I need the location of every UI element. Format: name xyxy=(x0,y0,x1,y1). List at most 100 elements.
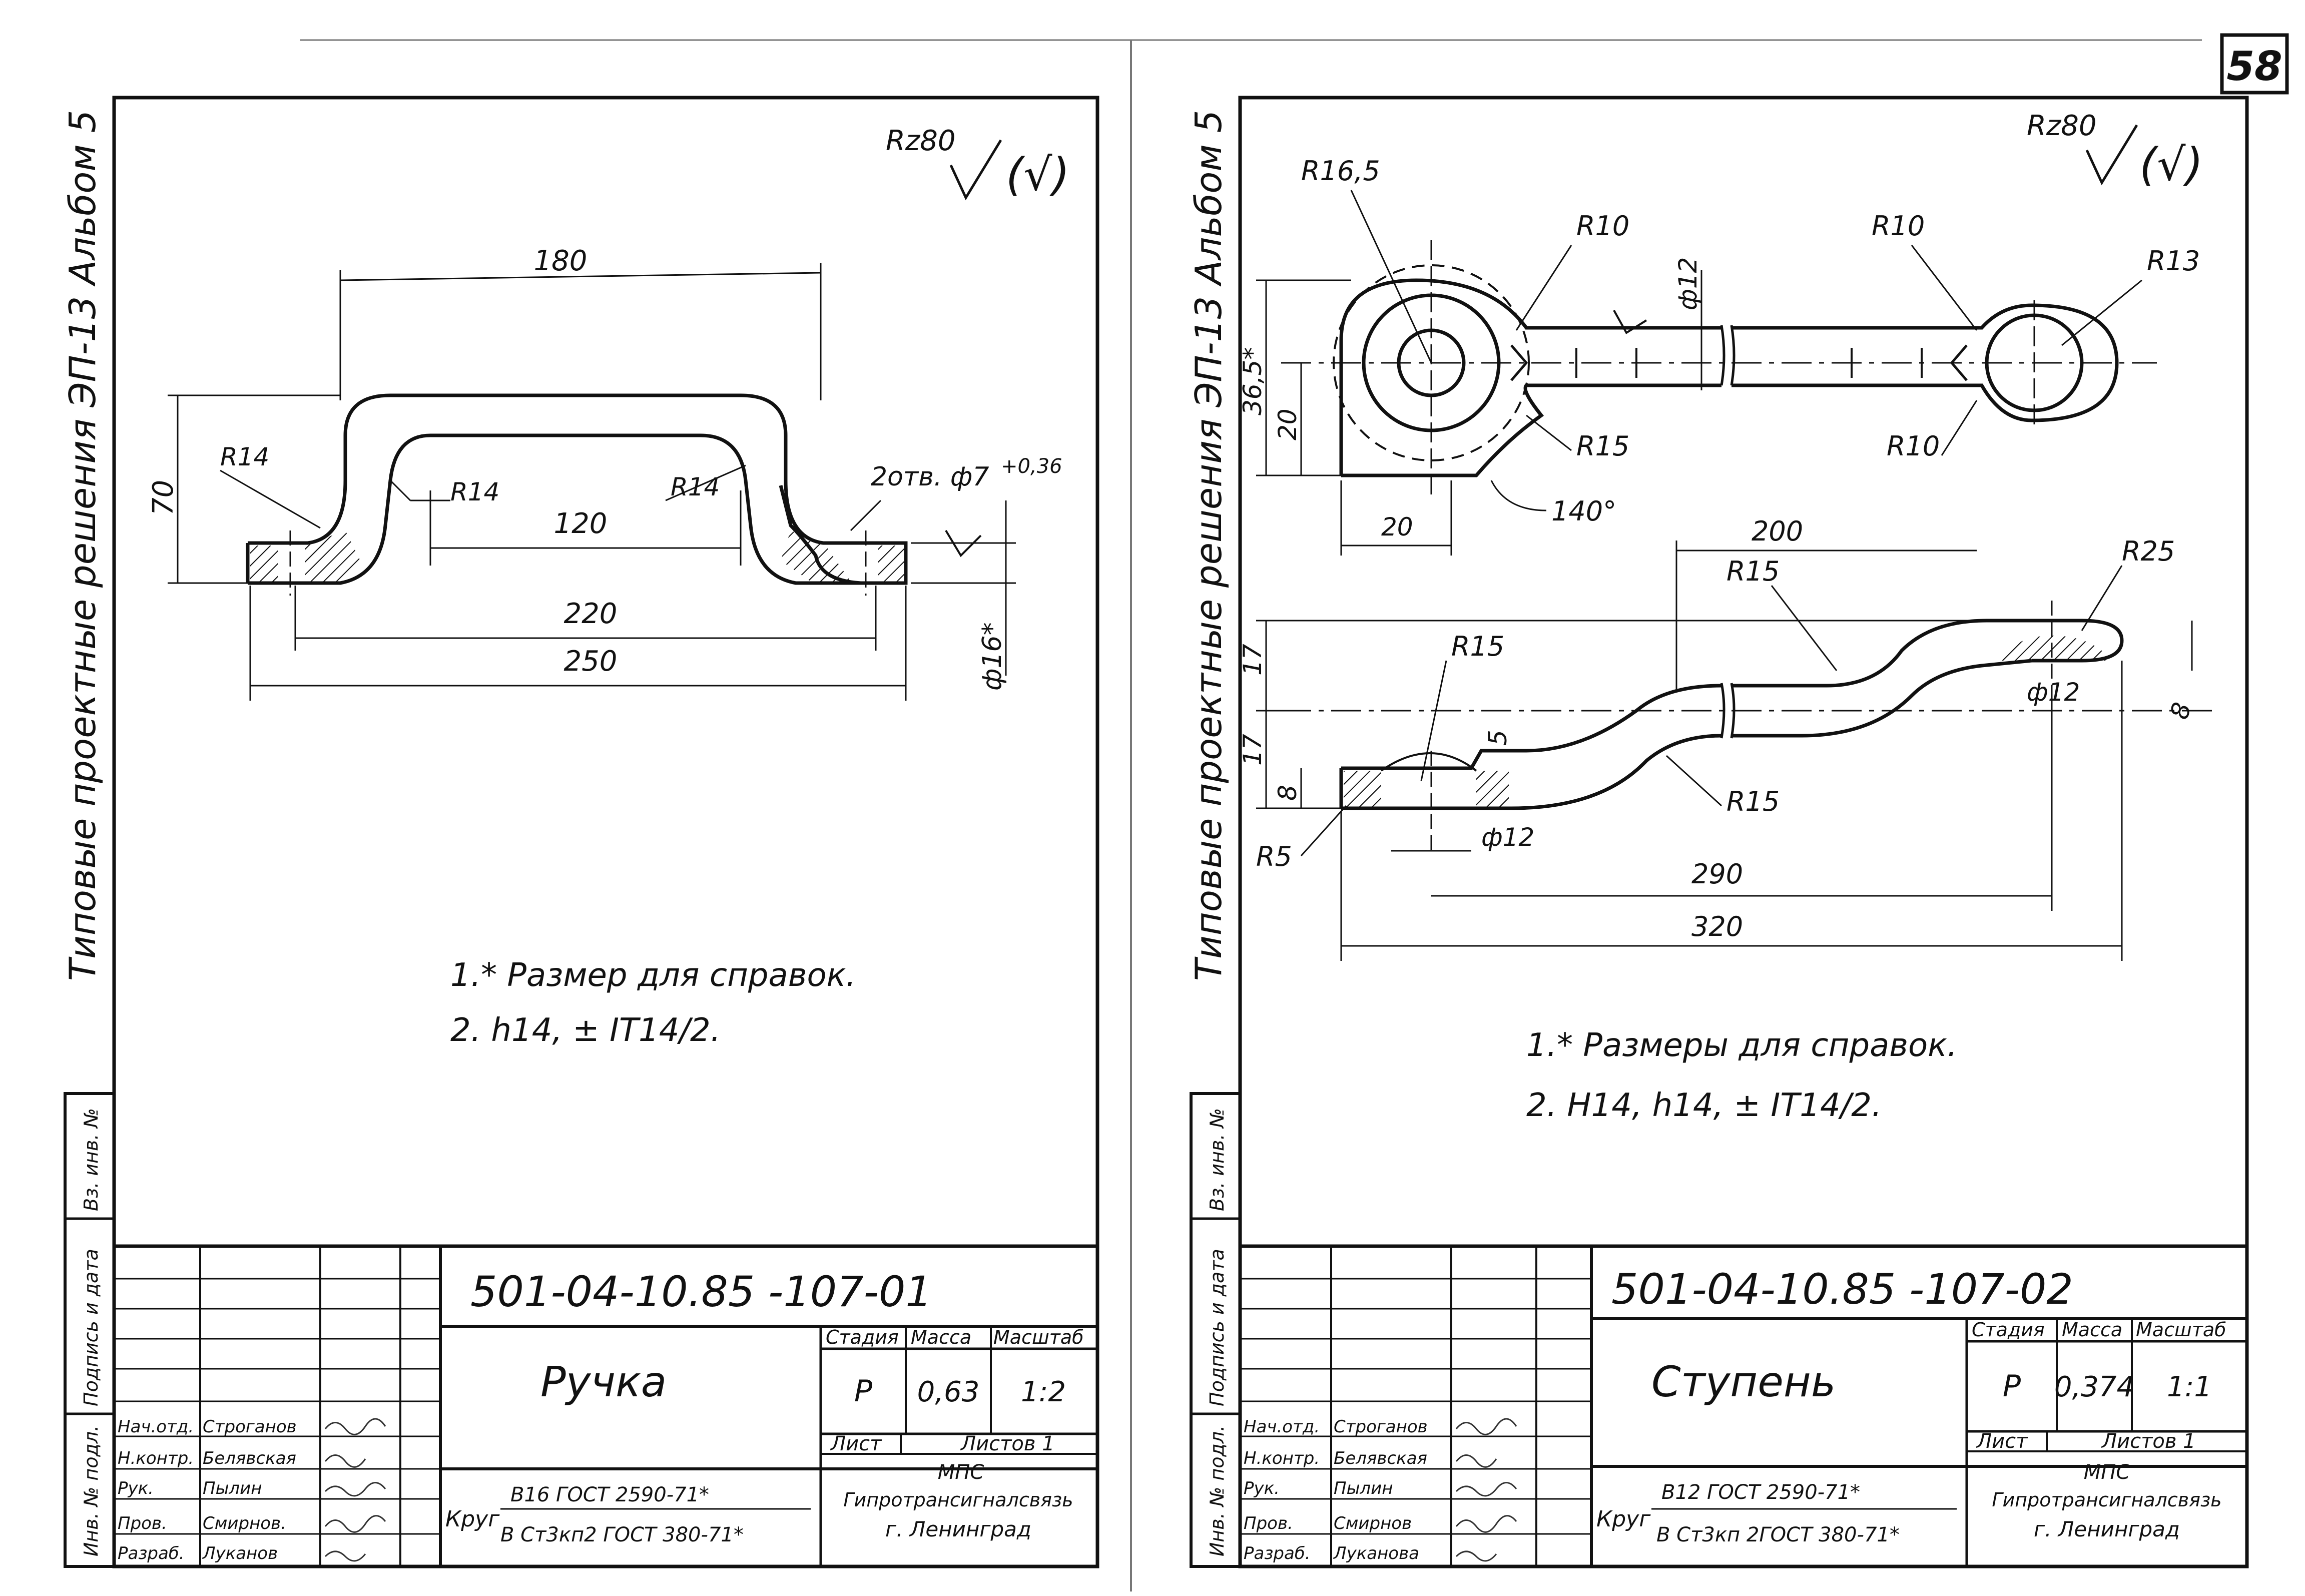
left-note-1: 1.* Размер для справок. xyxy=(450,957,856,994)
right-role-2: Н.контр. xyxy=(1244,1448,1320,1468)
page-number: 58 xyxy=(2226,43,2282,90)
dim-120: 120 xyxy=(554,507,608,540)
left-side-stamp: Инв. № подл. Подпись и дата Вз. инв. № xyxy=(64,1092,116,1568)
left-stage-header: Стадия xyxy=(826,1326,899,1348)
dim-8-a: 8 xyxy=(1273,785,1302,801)
hatch-right-2 xyxy=(781,530,851,582)
right-sheets-label: Листов 1 xyxy=(2101,1430,2196,1453)
left-sheet: Типовые проектные решения ЭП-13 Альбом 5… xyxy=(62,96,1099,1568)
right-side-stamp: Инв. № подл. Подпись и дата Вз. инв. № xyxy=(1190,1092,1242,1568)
left-signatures xyxy=(324,1418,386,1562)
right-roughness: Rz80 xyxy=(2027,110,2097,142)
step-hatch-left xyxy=(1344,771,1381,807)
left-title-block: 501-04-10.85 -107-01 Ручка Стадия Масса … xyxy=(112,1244,1099,1568)
dim-r16-5: R16,5 xyxy=(1301,155,1380,187)
right-mass-header: Масса xyxy=(2062,1319,2122,1341)
right-part-name: Ступень xyxy=(1651,1357,1836,1406)
dim-r5: R5 xyxy=(1256,841,1292,872)
right-material-top: В12 ГОСТ 2590-71* xyxy=(1661,1481,1860,1504)
right-material-bottom: В Ст3кп 2ГОСТ 380-71* xyxy=(1656,1523,1900,1546)
dim-20-h: 20 xyxy=(1381,512,1413,542)
dim-r10-a: R10 xyxy=(1576,210,1629,242)
dim-17-b: 17 xyxy=(1238,734,1267,766)
dim-r13: R13 xyxy=(2147,245,2200,277)
right-name-1: Строганов xyxy=(1334,1417,1428,1437)
right-sheet-label: Лист xyxy=(1976,1430,2028,1453)
left-material-top: В16 ГОСТ 2590-71* xyxy=(510,1483,709,1506)
right-scale: 1:1 xyxy=(2167,1371,2212,1403)
left-note-2: 2. h14, ± IT14/2. xyxy=(450,1012,721,1049)
right-name-2: Белявская xyxy=(1334,1448,1427,1468)
left-name-5: Луканов xyxy=(202,1543,278,1563)
right-stage: Р xyxy=(2003,1369,2021,1404)
left-role-1: Нач.отд. xyxy=(118,1417,194,1437)
handle-inner xyxy=(248,433,906,585)
right-roughness-check: (√) xyxy=(2139,139,2203,191)
dim-r15-b: R15 xyxy=(1726,556,1780,587)
step-top-view xyxy=(1281,240,2157,495)
dim-d12-top: ф12 xyxy=(1673,257,1702,310)
right-title-block: 501-04-10.85 -107-02 Ступень Стадия Масс… xyxy=(1238,1244,2249,1568)
dim-d12-c: ф12 xyxy=(1481,823,1534,852)
left-roughness-check: (√) xyxy=(1006,149,1070,201)
dim-holes-tol: +0,36 xyxy=(1001,455,1062,478)
left-role-4: Пров. xyxy=(118,1513,167,1533)
right-role-3: Рук. xyxy=(1244,1478,1280,1498)
right-org2: Гипротрансигналсвязь xyxy=(1992,1489,2221,1511)
left-city: г. Ленинград xyxy=(885,1517,1031,1541)
left-sheet-label: Лист xyxy=(830,1432,882,1455)
left-mass: 0,63 xyxy=(917,1376,980,1408)
right-note-1: 1.* Размеры для справок. xyxy=(1526,1027,1957,1064)
right-mass: 0,374 xyxy=(2054,1371,2134,1403)
left-material-bottom: В Ст3кп2 ГОСТ 380-71* xyxy=(500,1523,744,1546)
dim-8-b: 8 xyxy=(2165,699,2197,722)
dim-r14-left: R14 xyxy=(220,442,269,471)
dim-290: 290 xyxy=(1691,858,1743,890)
right-name-4: Смирнов xyxy=(1334,1513,1412,1533)
left-org2: Гипротрансигналсвязь xyxy=(843,1489,1073,1511)
left-name-4: Смирнов. xyxy=(203,1513,286,1533)
dim-17-a: 17 xyxy=(1238,644,1267,676)
right-stamp-sign: Подпись и дата xyxy=(1206,1249,1228,1406)
hatch-left xyxy=(250,546,278,582)
dim-r25: R25 xyxy=(2122,536,2175,567)
left-role-3: Рук. xyxy=(118,1478,154,1498)
left-org: МПС xyxy=(938,1461,984,1484)
left-dimensions: 180 120 220 250 70 R14 R14 R14 xyxy=(147,245,1062,701)
right-org: МПС xyxy=(2084,1461,2130,1484)
right-sheet: Типовые проектные решения ЭП-13 Альбом 5… xyxy=(1188,96,2249,1568)
dim-r10-b: R10 xyxy=(1872,210,1925,242)
dim-220: 220 xyxy=(564,598,618,630)
right-name-5: Луканова xyxy=(1333,1543,1419,1563)
right-role-5: Разраб. xyxy=(1244,1543,1311,1563)
step-hatch-right xyxy=(1476,771,1509,807)
right-doc-code: 501-04-10.85 -107-02 xyxy=(1611,1265,2073,1314)
left-stamp-inv: Инв. № подл. xyxy=(80,1425,102,1556)
right-stage-header: Стадия xyxy=(1972,1319,2045,1341)
dim-r15-c: R15 xyxy=(1451,631,1504,662)
right-stamp-inv: Инв. № подл. xyxy=(1206,1425,1228,1556)
dim-250: 250 xyxy=(564,645,618,678)
dim-r15-d: R15 xyxy=(1726,786,1780,817)
left-sheets-label: Листов 1 xyxy=(960,1432,1055,1455)
right-role-4: Пров. xyxy=(1244,1513,1293,1533)
left-stamp-sign: Подпись и дата xyxy=(80,1249,102,1406)
left-role-5: Разраб. xyxy=(118,1543,185,1563)
dim-d12-b: ф12 xyxy=(2027,678,2080,707)
left-material-prefix: Круг xyxy=(445,1506,500,1532)
right-material-prefix: Круг xyxy=(1596,1506,1651,1532)
dim-320: 320 xyxy=(1691,911,1743,942)
left-name-2: Белявская xyxy=(203,1448,296,1468)
right-role-1: Нач.отд. xyxy=(1244,1417,1320,1437)
left-stamp-vz: Вз. инв. № xyxy=(80,1108,102,1211)
dim-d16: ф16* xyxy=(977,622,1007,691)
left-part-name: Ручка xyxy=(540,1357,667,1406)
page-number-box: 58 xyxy=(2220,33,2289,95)
dim-r15-a: R15 xyxy=(1576,430,1629,462)
left-roughness: Rz80 xyxy=(886,125,956,157)
dim-holes: 2отв. ф7 xyxy=(871,462,989,492)
dim-200: 200 xyxy=(1752,515,1803,547)
left-scale: 1:2 xyxy=(1021,1376,1066,1408)
right-side-caption: Типовые проектные решения ЭП-13 Альбом 5 xyxy=(1188,110,1230,981)
dim-5: 5 xyxy=(1483,730,1512,746)
